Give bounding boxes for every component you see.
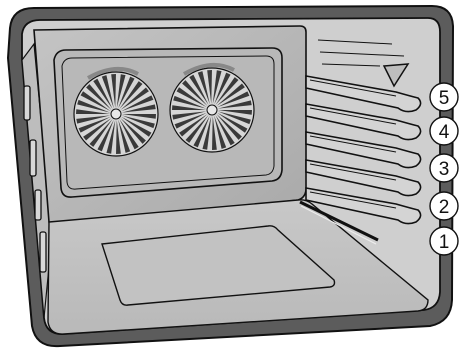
shelf-position-label: 3 [439, 159, 450, 180]
shelf-position-label: 4 [439, 122, 450, 143]
shelf-position-label: 5 [439, 88, 450, 109]
shelf-position-label: 2 [439, 197, 450, 218]
shelf-position-label: 1 [439, 232, 450, 253]
